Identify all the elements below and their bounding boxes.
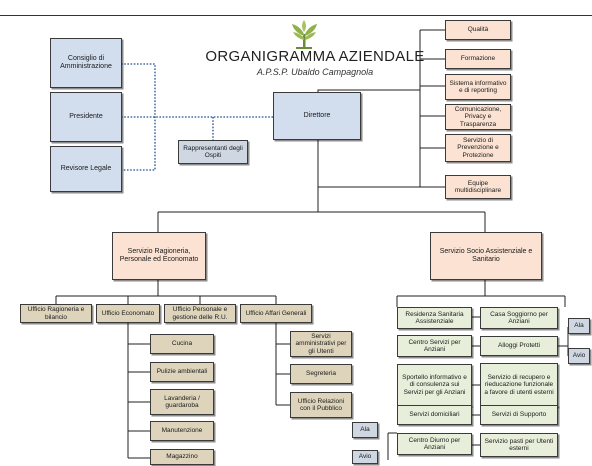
servizi-supporto-box: Servizi di Supporto — [480, 405, 558, 425]
servizio-socio-box: Servizio Socio Assistenziale e Sanitario — [430, 232, 542, 280]
lavanderia-box: Lavanderia / guardaroba — [150, 389, 214, 415]
sistema-informativo-box: Sistema informativo e di reporting — [445, 74, 511, 100]
header-rule — [0, 15, 592, 16]
consiglio-box: Consiglio di Amministrazione — [50, 38, 122, 88]
chart-title: ORGANIGRAMMA AZIENDALE — [205, 48, 425, 65]
revisore-box: Revisore Legale — [50, 146, 122, 192]
relazioni-pubblico-box: Ufficio Relazioni con il Pubblico — [290, 392, 352, 418]
cucina-box: Cucina — [150, 334, 214, 354]
chart-subtitle: A.P.S.P. Ubaldo Campagnola — [256, 67, 374, 77]
ufficio-economato-box: Ufficio Economato — [96, 304, 160, 323]
servizi-domiciliari-box: Servizi domiciliari — [397, 405, 472, 425]
formazione-box: Formazione — [445, 49, 511, 69]
equipe-box: Equipe multidisciplinare — [445, 175, 511, 199]
centro-servizi-box: Centro Servizi per Anziani — [397, 335, 472, 357]
ala-tag-diurno: Ala — [352, 422, 378, 438]
avio-tag-alloggi: Avio — [568, 348, 590, 364]
tree-logo-icon — [292, 20, 317, 49]
servizio-recupero-box: Servizio di recupero e rieducazione funz… — [480, 363, 558, 407]
avio-tag-diurno: Avio — [352, 450, 378, 464]
segreteria-box: Segreteria — [290, 364, 352, 384]
ufficio-ragioneria-box: Ufficio Ragioneria e bilancio — [20, 304, 92, 323]
centro-diurno-box: Centro Diurno per Anziani — [397, 433, 472, 455]
sportello-box: Sportello informativo e di consulenza su… — [397, 364, 472, 406]
servizio-ragioneria-box: Servizio Ragioneria, Personale ed Econom… — [112, 232, 206, 280]
ala-tag-alloggi: Ala — [568, 318, 590, 334]
rsa-box: Residenza Sanitaria Assistenziale — [397, 307, 472, 329]
pulizie-box: Pulizie ambientali — [150, 362, 214, 382]
alloggi-protetti-box: Alloggi Protetti — [480, 336, 558, 356]
comunicazione-box: Comunicazione, Privacy e Trasparenza — [445, 104, 511, 130]
qualita-box: Qualità — [445, 20, 511, 40]
manutenzione-box: Manutenzione — [150, 421, 214, 441]
direttore-box: Direttore — [273, 92, 361, 140]
magazzino-box: Magazzino — [150, 449, 214, 465]
servizio-pasti-box: Servizio pasti per Utenti esterni — [480, 433, 558, 457]
casa-soggiorno-box: Casa Soggiorno per Anziani — [480, 307, 558, 329]
ufficio-personale-box: Ufficio Personale e gestione delle R.U. — [164, 304, 236, 323]
rappresentanti-box: Rappresentanti degli Ospiti — [178, 140, 248, 164]
servizi-amministrativi-box: Servizi amministrativi per gli Utenti — [290, 331, 352, 357]
ufficio-affari-box: Ufficio Affari Generali — [240, 304, 312, 323]
prevenzione-box: Servizio di Prevenzione e Protezione — [445, 134, 511, 162]
presidente-box: Presidente — [50, 92, 122, 142]
